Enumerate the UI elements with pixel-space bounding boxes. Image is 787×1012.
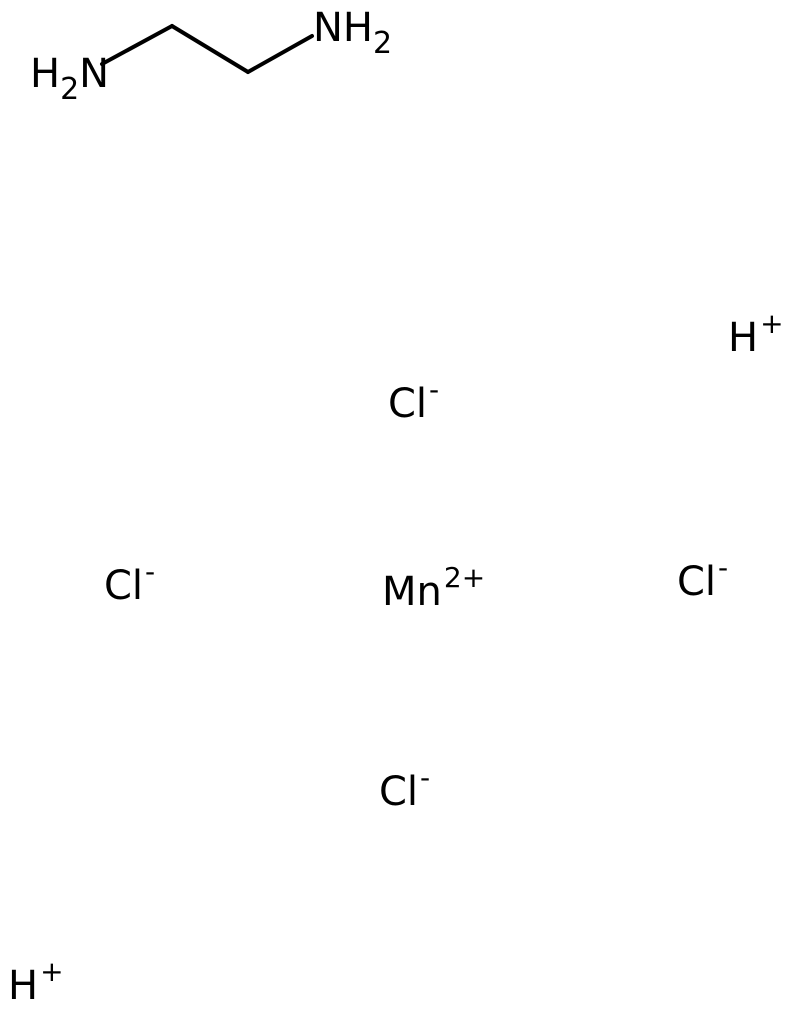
- amine-right-label: NH2: [313, 5, 392, 59]
- bond-c1-c2: [170, 24, 250, 74]
- chloride-top: Cl-: [388, 376, 439, 427]
- proton-bottom-symbol: H: [8, 963, 39, 1009]
- bond-c2-n: [246, 34, 314, 74]
- proton-top-symbol: H: [728, 315, 759, 361]
- manganese-charge: 2+: [443, 561, 486, 594]
- chloride-right-symbol: Cl: [677, 559, 717, 605]
- chloride-left: Cl-: [104, 558, 155, 609]
- manganese-symbol: Mn: [382, 569, 442, 615]
- amine-right-h-count: 2: [373, 26, 393, 61]
- proton-bottom: H+: [8, 958, 64, 1009]
- manganese-ion: Mn2+: [382, 564, 485, 615]
- amine-left-n: N: [79, 51, 110, 97]
- chloride-bottom-charge: -: [420, 761, 431, 794]
- chloride-bottom-symbol: Cl: [379, 769, 419, 815]
- proton-top: H+: [728, 310, 784, 361]
- proton-bottom-charge: +: [40, 955, 64, 988]
- chloride-bottom: Cl-: [379, 764, 430, 815]
- chloride-right-charge: -: [718, 551, 729, 584]
- chloride-top-symbol: Cl: [388, 381, 428, 427]
- chloride-left-symbol: Cl: [104, 563, 144, 609]
- amine-left-h-count: 2: [60, 72, 80, 107]
- chloride-top-charge: -: [429, 373, 440, 406]
- amine-left-label: H2N: [30, 51, 110, 105]
- amine-right-nh: NH: [313, 5, 373, 51]
- chloride-right: Cl-: [677, 554, 728, 605]
- proton-top-charge: +: [760, 307, 784, 340]
- amine-left-h: H: [30, 51, 61, 97]
- bond-n-c1: [100, 24, 174, 66]
- chloride-left-charge: -: [145, 555, 156, 588]
